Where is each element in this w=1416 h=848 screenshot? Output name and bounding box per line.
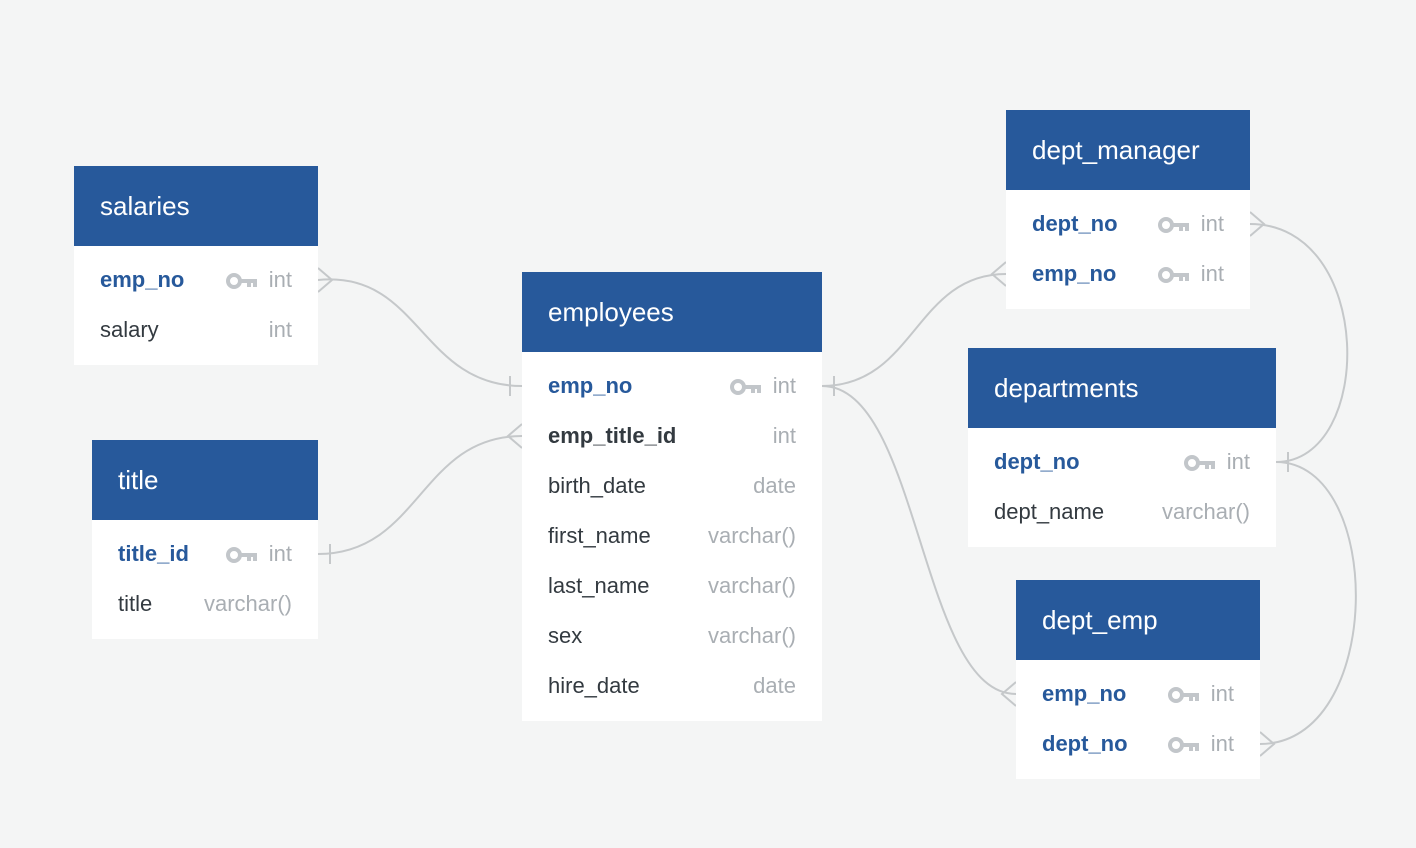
column-row[interactable]: last_name varchar() [522, 561, 822, 611]
key-icon [1168, 737, 1199, 753]
relationship-title-employees[interactable] [317, 423, 523, 564]
column-name: emp_no [100, 267, 185, 292]
column-type: varchar() [707, 523, 796, 548]
key-icon [1158, 267, 1189, 283]
crowfoot-many-marker [1259, 731, 1276, 757]
column-name: emp_title_id [548, 423, 677, 448]
column-name: last_name [548, 573, 650, 598]
column-type: int [1210, 681, 1234, 706]
key-icon [1168, 687, 1199, 703]
column-type: int [1210, 731, 1234, 756]
column-name: first_name [548, 523, 651, 548]
column-row[interactable]: title_id int [92, 529, 318, 579]
column-name: hire_date [548, 673, 640, 698]
column-row[interactable]: dept_no int [968, 437, 1276, 487]
column-row[interactable]: salary int [74, 305, 318, 355]
column-type: int [1200, 261, 1224, 286]
column-name: dept_no [994, 449, 1080, 474]
crowfoot-many-marker [1249, 211, 1266, 237]
column-row[interactable]: emp_no int [1006, 249, 1250, 299]
column-type: varchar() [1161, 499, 1250, 524]
column-row[interactable]: title varchar() [92, 579, 318, 629]
column-row[interactable]: emp_no int [74, 255, 318, 305]
column-name: dept_no [1032, 211, 1118, 236]
column-type: int [268, 541, 292, 566]
column-name: dept_name [994, 499, 1105, 524]
table-dept-emp[interactable]: dept_emp emp_no int dept_no int [1016, 580, 1260, 779]
relationship-salaries-employees[interactable] [317, 267, 523, 396]
table-employees[interactable]: employees emp_no int emp_title_id int bi… [522, 272, 822, 721]
table-header: dept_emp [1016, 580, 1260, 660]
relationship-dept-manager-departments[interactable] [1249, 211, 1349, 472]
key-icon [226, 273, 257, 289]
column-row[interactable]: emp_no int [522, 361, 822, 411]
table-header: departments [968, 348, 1276, 428]
column-name: title [118, 591, 153, 616]
table-header: dept_manager [1006, 110, 1250, 190]
column-row[interactable]: sex varchar() [522, 611, 822, 661]
relationship-employees-dept-emp[interactable] [821, 385, 1017, 707]
column-name: title_id [118, 541, 189, 566]
key-icon [226, 547, 257, 563]
column-type: date [753, 473, 796, 498]
column-name: salary [100, 317, 159, 342]
table-title[interactable]: title title_id int title varchar() [92, 440, 318, 639]
column-type: int [268, 267, 292, 292]
column-name: emp_no [548, 373, 633, 398]
column-type: int [772, 373, 796, 398]
key-icon [730, 379, 761, 395]
key-icon [1158, 217, 1189, 233]
column-type: varchar() [707, 573, 796, 598]
table-dept-manager[interactable]: dept_manager dept_no int emp_no int [1006, 110, 1250, 309]
column-type: int [268, 317, 292, 342]
column-row[interactable]: first_name varchar() [522, 511, 822, 561]
table-departments[interactable]: departments dept_no int dept_name varcha… [968, 348, 1276, 547]
crowfoot-many-marker [990, 261, 1007, 287]
column-name: sex [548, 623, 583, 648]
column-row[interactable]: emp_title_id int [522, 411, 822, 461]
crowfoot-many-marker [506, 423, 523, 449]
table-header: employees [522, 272, 822, 352]
column-row[interactable]: dept_no int [1016, 719, 1260, 769]
column-type: int [772, 423, 796, 448]
relationship-dept-emp-departments[interactable] [1259, 461, 1357, 757]
table-header: salaries [74, 166, 318, 246]
relationship-employees-dept-manager[interactable] [821, 261, 1007, 396]
column-type: varchar() [203, 591, 292, 616]
column-row[interactable]: birth_date date [522, 461, 822, 511]
column-name: dept_no [1042, 731, 1128, 756]
column-row[interactable]: dept_no int [1006, 199, 1250, 249]
column-name: emp_no [1042, 681, 1127, 706]
column-type: int [1200, 211, 1224, 236]
column-row[interactable]: dept_name varchar() [968, 487, 1276, 537]
column-row[interactable]: emp_no int [1016, 669, 1260, 719]
table-salaries[interactable]: salaries emp_no int salary int [74, 166, 318, 365]
column-type: int [1226, 449, 1250, 474]
column-name: emp_no [1032, 261, 1117, 286]
crowfoot-many-marker [1000, 681, 1017, 707]
key-icon [1184, 455, 1215, 471]
table-header: title [92, 440, 318, 520]
crowfoot-many-marker [317, 267, 334, 293]
column-name: birth_date [548, 473, 646, 498]
column-type: varchar() [707, 623, 796, 648]
column-row[interactable]: hire_date date [522, 661, 822, 711]
column-type: date [753, 673, 796, 698]
